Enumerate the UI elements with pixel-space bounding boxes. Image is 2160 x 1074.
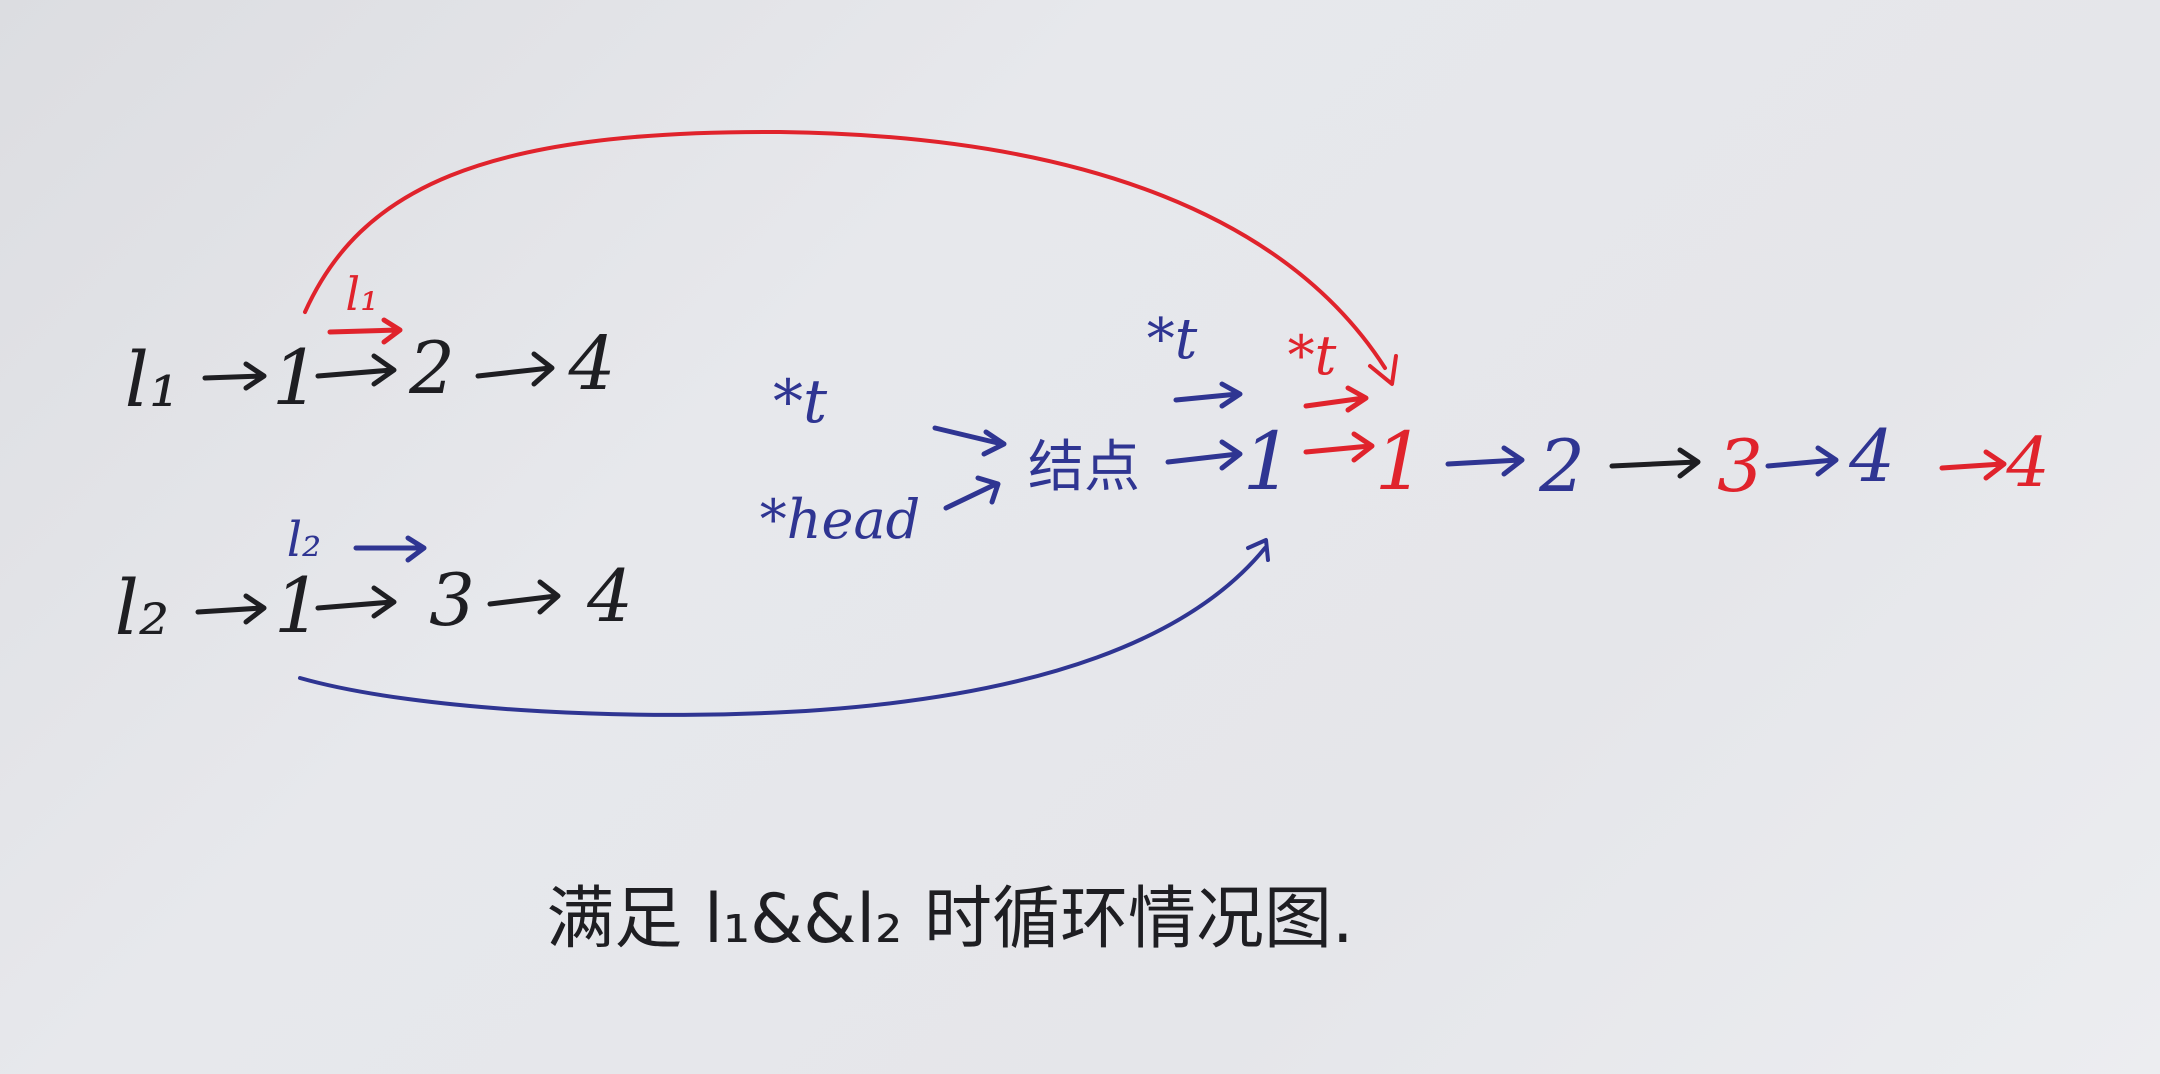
l1-arrow-head-to-1 bbox=[202, 361, 267, 391]
red-t-pointer-label: *t bbox=[1287, 324, 1337, 387]
merged-arrow-1-to-1 bbox=[1303, 431, 1375, 463]
l1-node-1: 1 bbox=[271, 333, 321, 422]
l2-pointer-arrow bbox=[353, 535, 427, 563]
head-to-sentinel-arrow bbox=[943, 475, 1001, 511]
l2-pointer-label: l₂ bbox=[286, 512, 322, 568]
merged-arrow-1-to-2 bbox=[1445, 445, 1525, 477]
l2-node-3: 3 bbox=[429, 558, 475, 642]
l1-pointer-arrow bbox=[327, 317, 403, 345]
red-t-pointer-arrow bbox=[1303, 385, 1369, 413]
l2-arrow-1-to-3 bbox=[315, 585, 397, 619]
l1-pointer-label: l₁ bbox=[345, 267, 379, 321]
l1-node-2: 2 bbox=[409, 326, 455, 410]
l1-arrow-1-to-2 bbox=[315, 353, 397, 387]
red-link-curve bbox=[303, 129, 1387, 370]
l2-list-label: l₂ bbox=[114, 563, 170, 652]
blue-t-pointer-label: *t bbox=[1146, 307, 1198, 372]
merged-node-3: 2 bbox=[1539, 424, 1585, 508]
merged-node-5: 4 bbox=[1849, 414, 1895, 498]
merged-arrow-2-to-3 bbox=[1609, 447, 1701, 479]
l1-list-label: l₁ bbox=[124, 335, 180, 424]
pointer-head-label: *head bbox=[759, 488, 921, 551]
blue-link-curve bbox=[298, 546, 1267, 717]
l2-arrow-3-to-4 bbox=[487, 579, 561, 615]
sentinel-node-label: 结点 bbox=[1028, 435, 1140, 500]
blue-t-pointer-arrow bbox=[1173, 381, 1243, 409]
merged-node-6: 4 bbox=[2006, 424, 2050, 503]
merged-arrow-sentinel-to-1 bbox=[1165, 439, 1243, 471]
l2-node-4: 4 bbox=[587, 554, 633, 638]
diagram-caption: 满足 l₁&&l₂ 时循环情况图. bbox=[546, 880, 1354, 959]
merged-node-2: 1 bbox=[1374, 415, 1426, 508]
t-to-sentinel-arrow bbox=[932, 425, 1007, 457]
merged-node-1: 1 bbox=[1242, 415, 1294, 508]
l2-node-1: 1 bbox=[273, 561, 323, 650]
l1-arrow-2-to-4 bbox=[475, 351, 555, 387]
merged-arrow-4-to-4 bbox=[1939, 449, 2007, 481]
l1-node-4: 4 bbox=[568, 321, 616, 407]
blue-link-arrowhead bbox=[1246, 538, 1270, 562]
red-link-arrowhead bbox=[1368, 354, 1398, 386]
merged-arrow-3-to-4 bbox=[1765, 445, 1839, 477]
l2-arrow-head-to-1 bbox=[195, 593, 267, 625]
merged-node-4: 3 bbox=[1717, 424, 1763, 508]
pointer-t-label: *t bbox=[772, 367, 828, 437]
